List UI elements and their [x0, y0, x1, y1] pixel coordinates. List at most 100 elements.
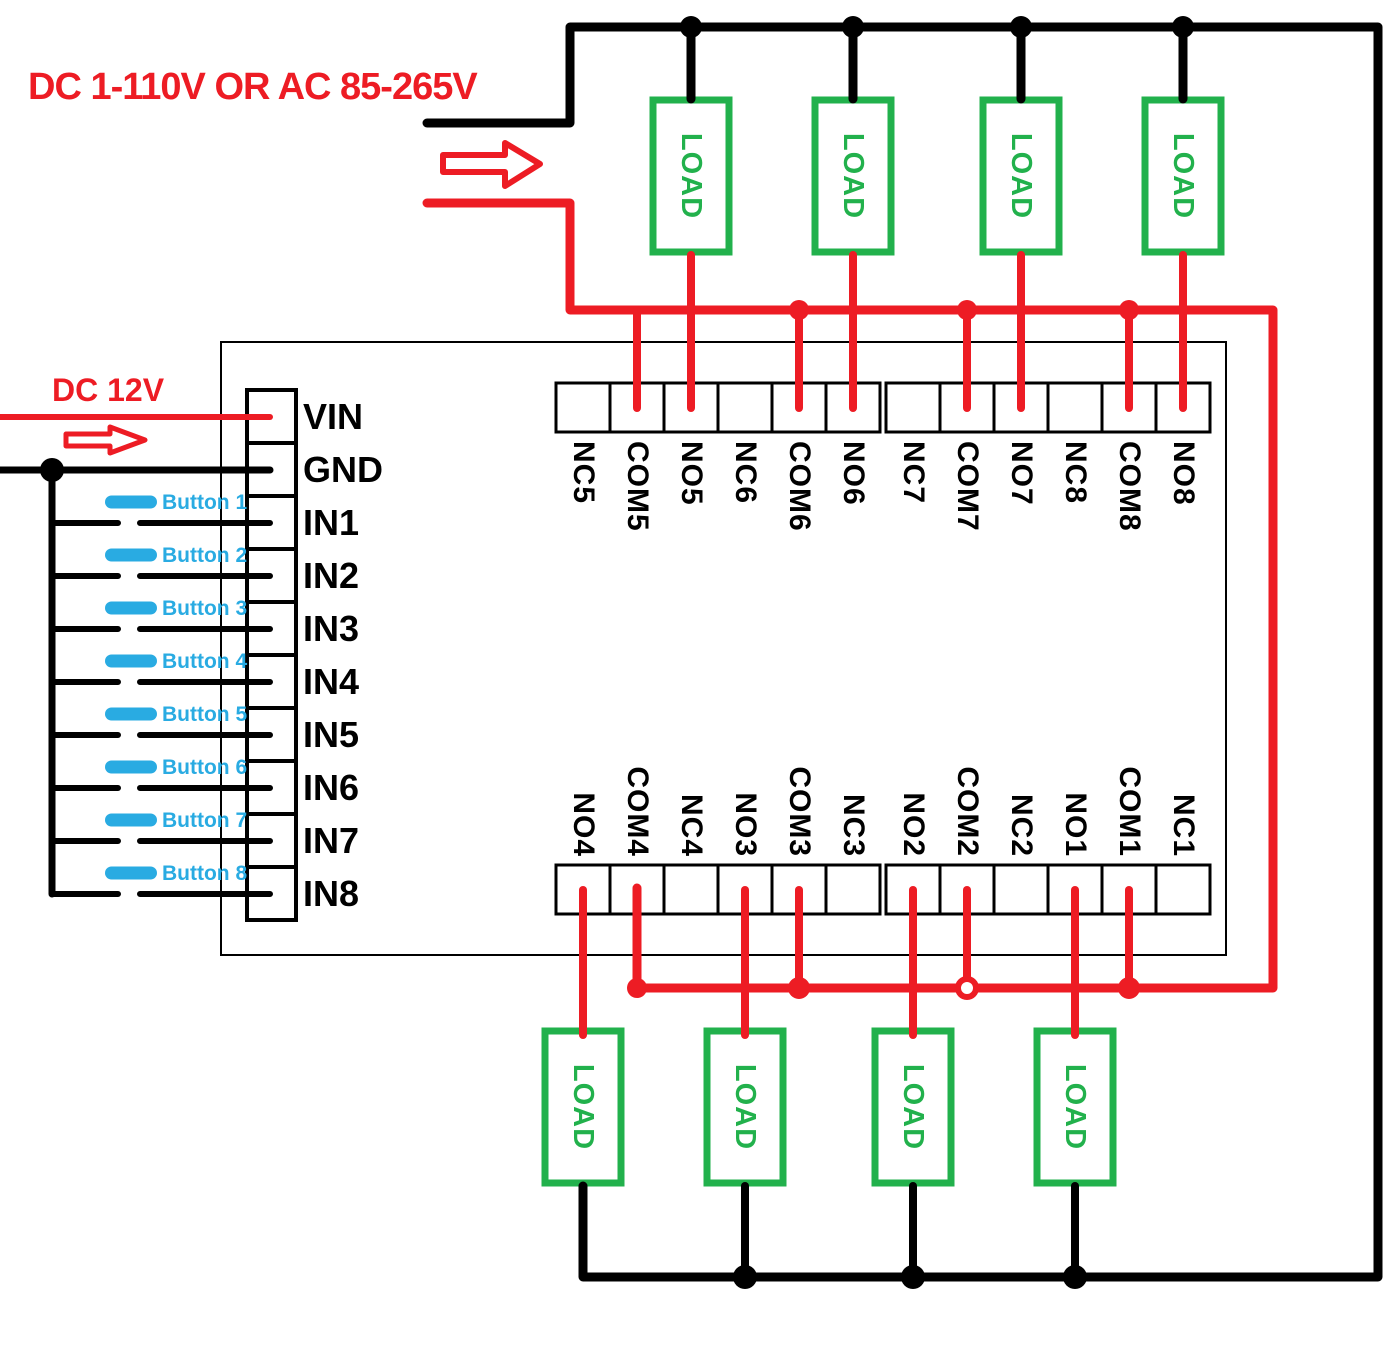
load-label-2: LOAD [897, 1063, 929, 1151]
terminal-label-nc7: NC7 [897, 441, 930, 505]
junction-dot [1063, 1265, 1087, 1289]
button-5-cap [105, 707, 157, 721]
pin-label-in2: IN2 [303, 555, 360, 596]
terminal-label-no4: NO4 [567, 792, 600, 857]
pin-label-in6: IN6 [303, 767, 360, 808]
terminal-box-nc3 [824, 863, 882, 916]
terminal-label-nc5: NC5 [567, 441, 600, 505]
terminal-label-nc6: NC6 [729, 441, 762, 505]
terminal-label-no8: NO8 [1167, 441, 1200, 506]
terminal-label-nc8: NC8 [1059, 441, 1092, 505]
mains-neutral-wire [422, 22, 1383, 1282]
terminal-box-nc5 [554, 381, 612, 434]
button-6-label: Button 6 [162, 756, 248, 779]
terminal-box-group [554, 381, 1212, 434]
junction-dot [901, 1265, 925, 1289]
load-label-5: LOAD [675, 132, 707, 220]
terminal-label-nc4: NC4 [675, 793, 708, 857]
button-7-cap [105, 813, 157, 827]
terminal-label-com4: COM4 [621, 766, 654, 857]
terminal-label-no1: NO1 [1059, 792, 1092, 857]
terminal-label-no3: NO3 [729, 792, 762, 857]
terminal-box-nc8 [1046, 381, 1104, 434]
pin-label-in3: IN3 [303, 608, 360, 649]
junction-dot [680, 16, 702, 38]
relay-board-outline [220, 341, 1227, 956]
load-label-4: LOAD [567, 1063, 599, 1151]
button-3-cap [105, 601, 157, 615]
junction-dot [842, 16, 864, 38]
terminal-label-com8: COM8 [1113, 441, 1146, 532]
junction-dot [1119, 300, 1139, 320]
junction-dot [627, 978, 647, 998]
terminal-label-no2: NO2 [897, 792, 930, 857]
top-load-boxes [649, 96, 1225, 256]
junction-dot [1172, 16, 1194, 38]
pin-label-in4: IN4 [303, 661, 360, 702]
load-label-6: LOAD [837, 132, 869, 220]
pin-label-vin: VIN [303, 396, 364, 437]
load-label-1: LOAD [1059, 1063, 1091, 1151]
button-4-label: Button 4 [162, 650, 248, 673]
load-label-7: LOAD [1005, 132, 1037, 220]
mains-flow-arrow-icon [440, 140, 543, 189]
button-8-label: Button 8 [162, 862, 248, 885]
junction-dot [1010, 16, 1032, 38]
button-4-cap [105, 654, 157, 668]
terminal-label-nc1: NC1 [1167, 793, 1200, 857]
pin-label-gnd: GND [303, 449, 383, 490]
pin-label-in1: IN1 [303, 502, 360, 543]
button-2-cap [105, 548, 157, 562]
top-terminal-strip [554, 381, 1212, 434]
terminal-box-nc7 [884, 381, 942, 434]
load-box-6 [811, 96, 895, 256]
load-label-8: LOAD [1167, 132, 1199, 220]
junction-ring [955, 976, 979, 1000]
bottom-terminal-strip [554, 863, 1212, 916]
load-box-4 [541, 1027, 625, 1187]
terminal-label-com7: COM7 [951, 441, 984, 532]
terminal-label-no6: NO6 [837, 441, 870, 506]
button-8-cap [105, 866, 157, 880]
terminal-label-com3: COM3 [783, 766, 816, 857]
terminal-label-com1: COM1 [1113, 766, 1146, 857]
black-wiring [0, 22, 1383, 1282]
red-junction-dots [627, 300, 1140, 1000]
terminal-box-nc4 [662, 863, 720, 916]
terminal-box-nc1 [1154, 863, 1212, 916]
junction-dot [789, 300, 809, 320]
junction-dot [957, 300, 977, 320]
black-junction-dots [40, 16, 1194, 1289]
button-5-label: Button 5 [162, 703, 248, 726]
pin-label-in8: IN8 [303, 873, 360, 914]
junction-dot [40, 458, 64, 482]
terminal-label-no5: NO5 [675, 441, 708, 506]
terminal-label-com5: COM5 [621, 441, 654, 532]
dc12v-title: DC 12V [52, 372, 165, 408]
pin-label-in7: IN7 [303, 820, 360, 861]
terminal-label-nc2: NC2 [1005, 793, 1038, 857]
dc12v-flow-arrow-icon [63, 424, 148, 456]
terminal-box-nc6 [716, 381, 774, 434]
button-2-label: Button 2 [162, 544, 248, 567]
load-box-2 [871, 1027, 955, 1187]
terminal-label-com6: COM6 [783, 441, 816, 532]
load-label-3: LOAD [729, 1063, 761, 1151]
button-1-label: Button 1 [162, 491, 248, 514]
junction-dot [788, 977, 810, 999]
junction-dot [733, 1265, 757, 1289]
terminal-label-com2: COM2 [951, 766, 984, 857]
mains-voltage-title: DC 1-110V OR AC 85-265V [28, 66, 478, 108]
button-6-cap [105, 760, 157, 774]
terminal-box-group [554, 863, 1212, 916]
button-3-label: Button 3 [162, 597, 248, 620]
bottom-load-boxes [541, 1027, 1117, 1187]
terminal-label-no7: NO7 [1005, 441, 1038, 506]
button-1-cap [105, 495, 157, 509]
junction-dot [1118, 977, 1140, 999]
terminal-label-nc3: NC3 [837, 793, 870, 857]
button-caps [105, 495, 157, 880]
pin-label-in5: IN5 [303, 714, 360, 755]
